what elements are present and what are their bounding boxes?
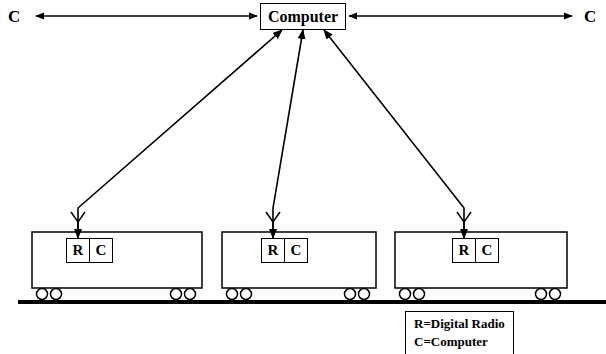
- rail-car: [32, 212, 202, 300]
- box-text: R: [73, 242, 84, 259]
- rail-car: [222, 212, 376, 300]
- computer-box: C: [284, 238, 308, 263]
- radio-box: R: [452, 238, 476, 263]
- computer-box: Computer: [260, 3, 346, 30]
- radio-box: R: [261, 238, 285, 263]
- radio-link: [273, 30, 303, 238]
- box-text: C: [291, 242, 302, 259]
- radio-link: [324, 30, 464, 238]
- rail: [18, 300, 606, 304]
- radio-box: R: [66, 238, 90, 263]
- box-text: C: [482, 242, 493, 259]
- side-link: [349, 15, 572, 17]
- box-text: Computer: [268, 8, 338, 26]
- link-label: C: [584, 8, 596, 25]
- rail-car: [395, 212, 567, 300]
- computer-box: C: [89, 238, 113, 263]
- legend-box: R=Digital RadioC=Computer: [405, 311, 514, 354]
- side-link: [36, 15, 257, 17]
- link-label: C: [8, 8, 20, 25]
- computer-box: C: [475, 238, 499, 263]
- box-text: R: [459, 242, 470, 259]
- box-text: C: [96, 242, 107, 259]
- radio-link: [78, 30, 282, 238]
- legend-entry: R=Digital Radio: [414, 315, 505, 333]
- box-text: R: [268, 242, 279, 259]
- legend-entry: C=Computer: [414, 333, 505, 351]
